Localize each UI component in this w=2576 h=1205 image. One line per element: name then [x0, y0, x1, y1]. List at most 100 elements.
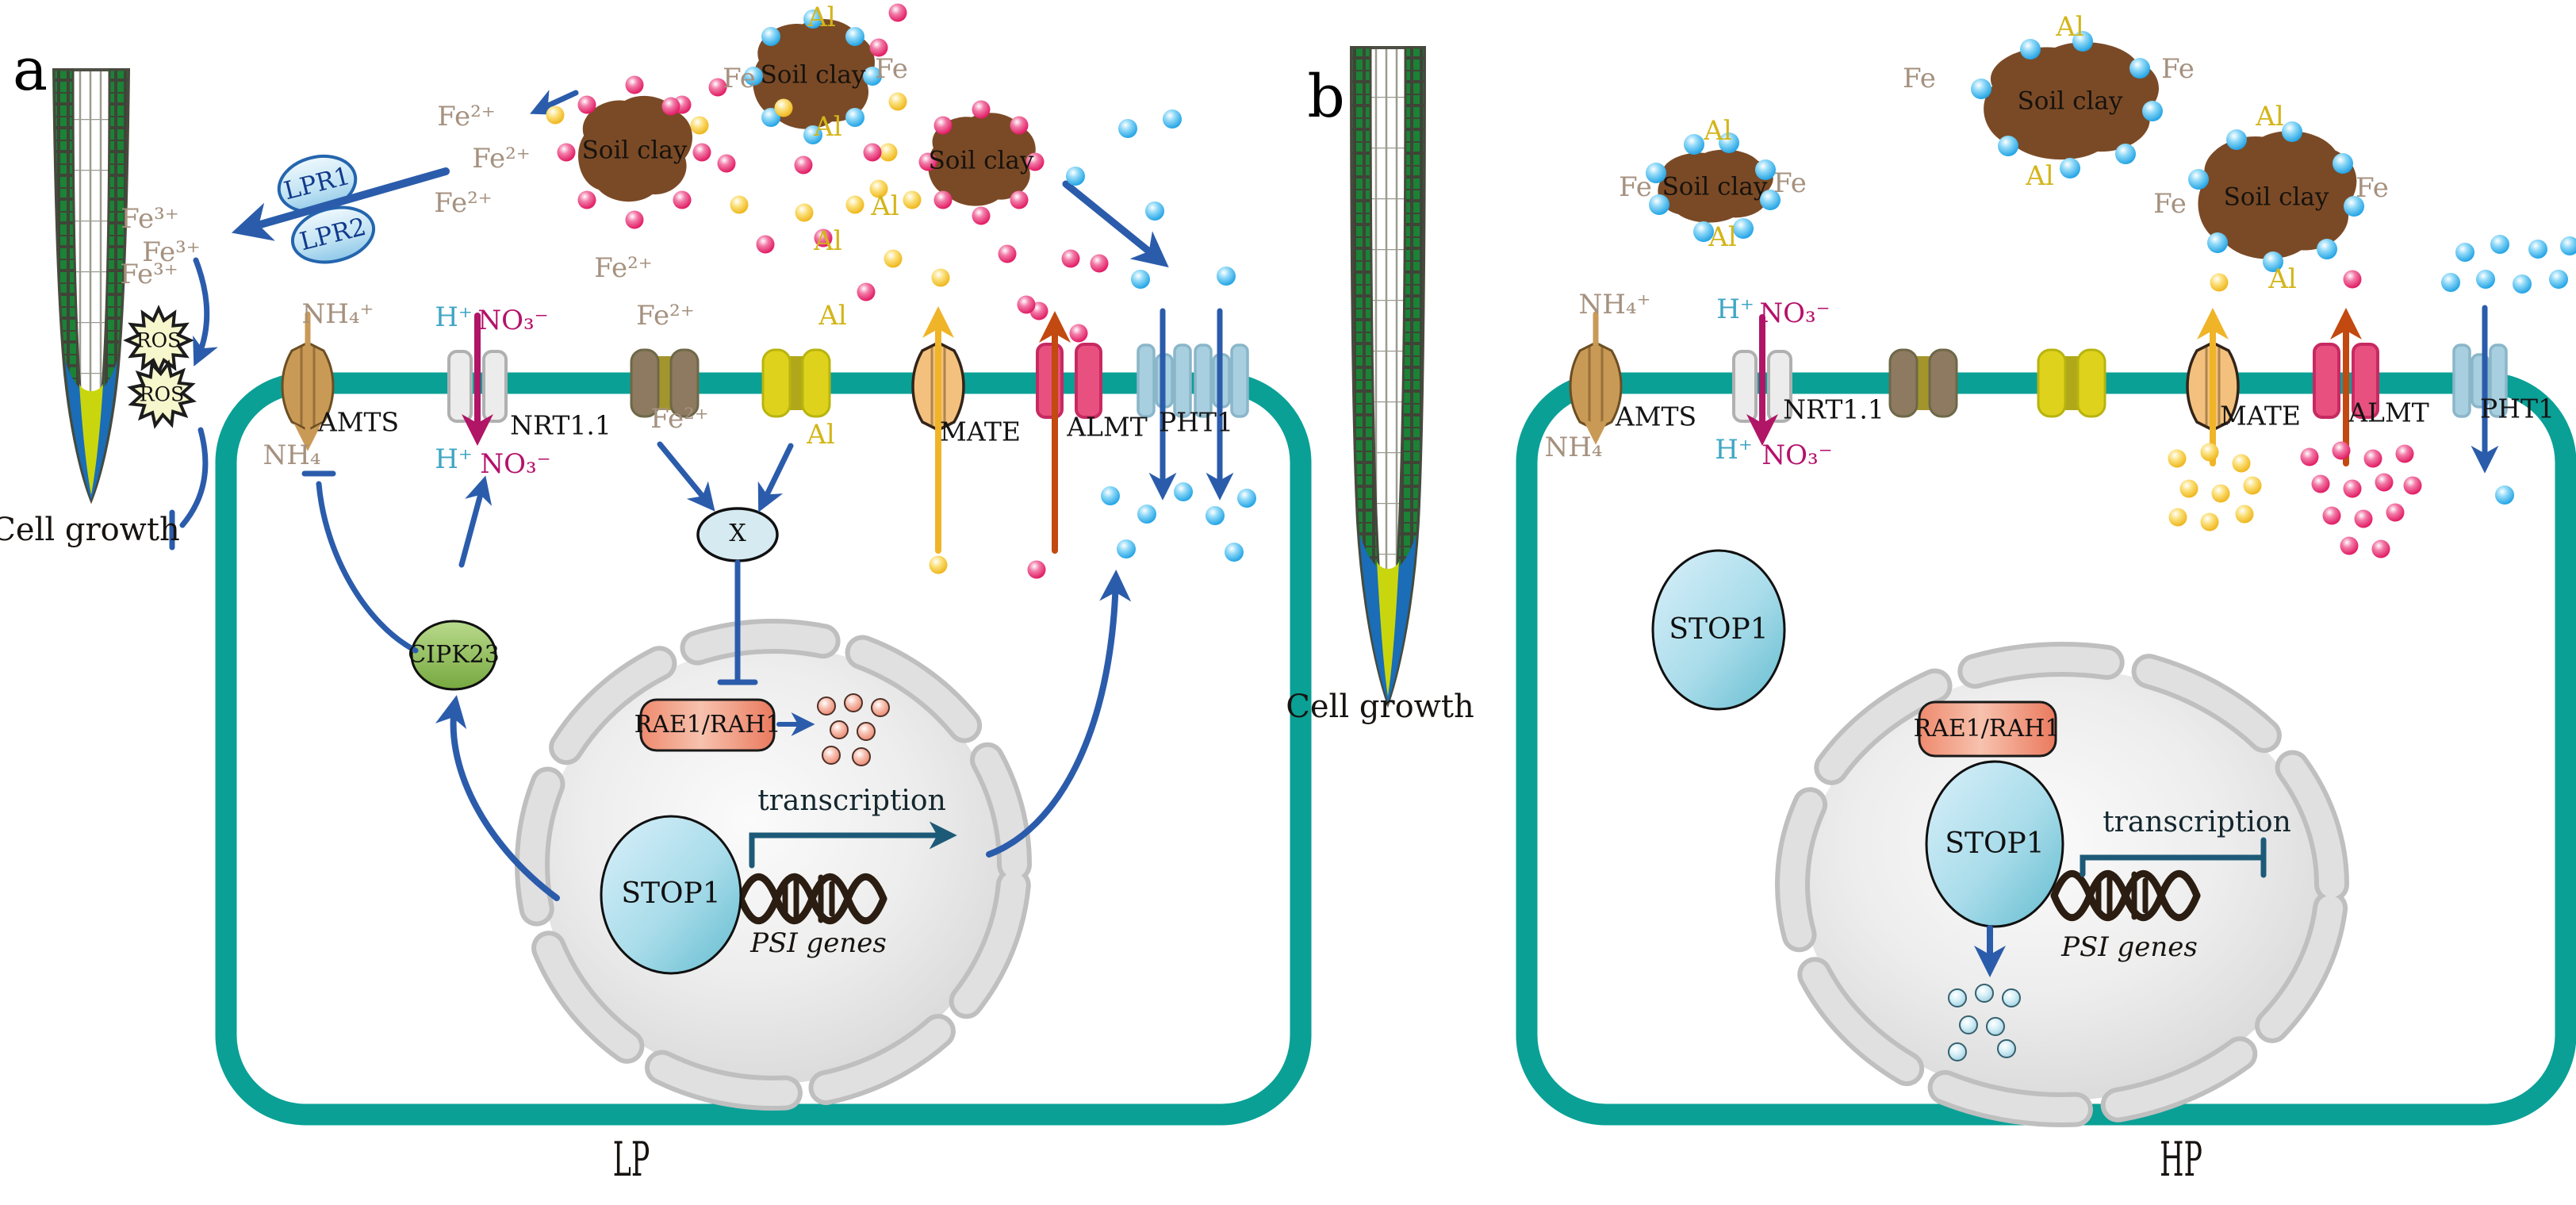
- inhibit-cipk23-amts: [316, 481, 419, 654]
- arrow-cipk23-to-nrt11: [458, 475, 493, 568]
- malate-dot: [1017, 295, 1036, 314]
- no3-label: NO₃⁻: [477, 305, 549, 336]
- no3-label: NO₃⁻: [480, 448, 551, 480]
- stop1-label: STOP1: [1669, 613, 1769, 646]
- citrate-dot: [903, 190, 922, 209]
- degraded-protein-dot: [830, 720, 849, 739]
- soil-clay-label: Soil clay: [928, 146, 1034, 175]
- panel-a-condition-label: LP: [612, 1132, 650, 1188]
- stop1-label: STOP1: [621, 877, 721, 910]
- fe-label: Fe: [723, 63, 756, 94]
- root-tip-short: [52, 68, 131, 505]
- fe3-label: Fe³⁺: [121, 203, 179, 235]
- pi-dot: [761, 27, 780, 46]
- no3-label: NO₃⁻: [1759, 297, 1830, 329]
- fe-label: Fe: [1903, 63, 1936, 94]
- inhibit-transcription-off: [2080, 854, 2267, 877]
- al-label: Al: [818, 300, 847, 332]
- al-label: Al: [1704, 115, 1732, 147]
- pi-dot: [1137, 505, 1156, 524]
- citrate-dot: [888, 92, 907, 111]
- pi-dot: [2476, 270, 2495, 289]
- malate-dot: [1090, 254, 1109, 273]
- pi-dot: [2282, 121, 2302, 142]
- arrow-fe2-to-fe3-lpr: [231, 167, 450, 241]
- pi-dot: [2549, 270, 2568, 289]
- amts-label: AMTS: [1615, 401, 1697, 432]
- nh4-label: NH₄⁺: [301, 298, 374, 330]
- malate-dot: [918, 152, 937, 171]
- citrate-dot: [2200, 443, 2219, 462]
- al-label: Al: [814, 225, 842, 257]
- pi-dot: [1163, 109, 1182, 129]
- malate-dot: [692, 143, 711, 162]
- arrow-pi-release-to-pht1: [1062, 180, 1169, 268]
- h-label: H⁺: [1716, 294, 1754, 325]
- degraded-stop1-dot: [2002, 988, 2021, 1007]
- citrate-dot: [2211, 484, 2230, 503]
- pi-dot: [1174, 482, 1193, 501]
- malate-dot: [2375, 473, 2394, 492]
- almt-label: ALMT: [1067, 411, 1148, 443]
- nrt11-label: NRT1.1: [1783, 393, 1884, 425]
- pi-dot: [2528, 240, 2547, 259]
- pi-dot: [1225, 543, 1244, 562]
- degraded-stop1-dot: [1959, 1015, 1978, 1034]
- ros-label: ROS: [136, 328, 182, 352]
- pi-dot: [2441, 273, 2460, 292]
- al-label: Al: [871, 190, 899, 222]
- malate-dot: [756, 235, 775, 254]
- citrate-dot: [2200, 512, 2219, 532]
- malate-dot: [2363, 449, 2382, 468]
- nh4-label: NH₄⁺: [1578, 289, 1651, 320]
- pi-dot: [1206, 506, 1225, 525]
- root-tip-long: [1349, 46, 1427, 708]
- pi-dot: [2344, 196, 2364, 217]
- mate-label: MATE: [940, 416, 1021, 447]
- fe3-label: Fe³⁺: [142, 236, 201, 268]
- citrate-dot: [929, 555, 948, 574]
- citrate-dot: [879, 143, 898, 162]
- malate-dot: [577, 95, 596, 114]
- malate-dot: [2332, 441, 2351, 460]
- malate-dot: [557, 143, 576, 162]
- malate-dot: [869, 38, 888, 57]
- pi-dot: [2072, 31, 2093, 52]
- pi-dot: [1733, 218, 1754, 239]
- pi-dot: [1117, 539, 1136, 558]
- transcription-label: transcription: [2103, 806, 2291, 839]
- almt-label: ALMT: [2348, 397, 2429, 428]
- malate-dot: [998, 244, 1017, 263]
- x-factor-label: X: [729, 520, 746, 547]
- stop1-protein: [1925, 760, 2064, 928]
- malate-dot: [2371, 539, 2390, 558]
- pi-dot: [863, 67, 882, 86]
- malate-dot: [2395, 444, 2414, 463]
- pi-dot: [845, 108, 864, 127]
- degraded-stop1-dot: [1948, 1042, 1967, 1061]
- degraded-stop1-dot: [1948, 988, 1967, 1007]
- malate-dot: [814, 228, 833, 248]
- amts-label: AMTS: [317, 406, 400, 438]
- fe-label: Fe: [1773, 167, 1807, 199]
- fe-channel: [630, 348, 700, 418]
- citrate-dot: [2179, 479, 2198, 498]
- malate-dot: [972, 206, 991, 225]
- malate-dot: [1069, 324, 1088, 343]
- rae1-rah1-label: RAE1/RAH1: [634, 711, 781, 739]
- malate-dot: [1025, 152, 1045, 171]
- degraded-stop1-dot: [1986, 1017, 2005, 1036]
- transcription-label: transcription: [757, 785, 946, 817]
- malate-dot: [933, 116, 953, 135]
- pi-dot: [2129, 58, 2150, 79]
- citrate-dot: [730, 195, 749, 214]
- citrate-dot: [690, 116, 709, 135]
- citrate-dot: [2168, 449, 2187, 468]
- al-label: Al: [2256, 101, 2284, 132]
- citrate-dot: [795, 203, 814, 222]
- fe2-label: Fe²⁺: [594, 252, 653, 284]
- pi-dot: [744, 67, 763, 86]
- arrow-clay-to-fe2: [530, 90, 579, 115]
- citrate-dot: [931, 268, 950, 287]
